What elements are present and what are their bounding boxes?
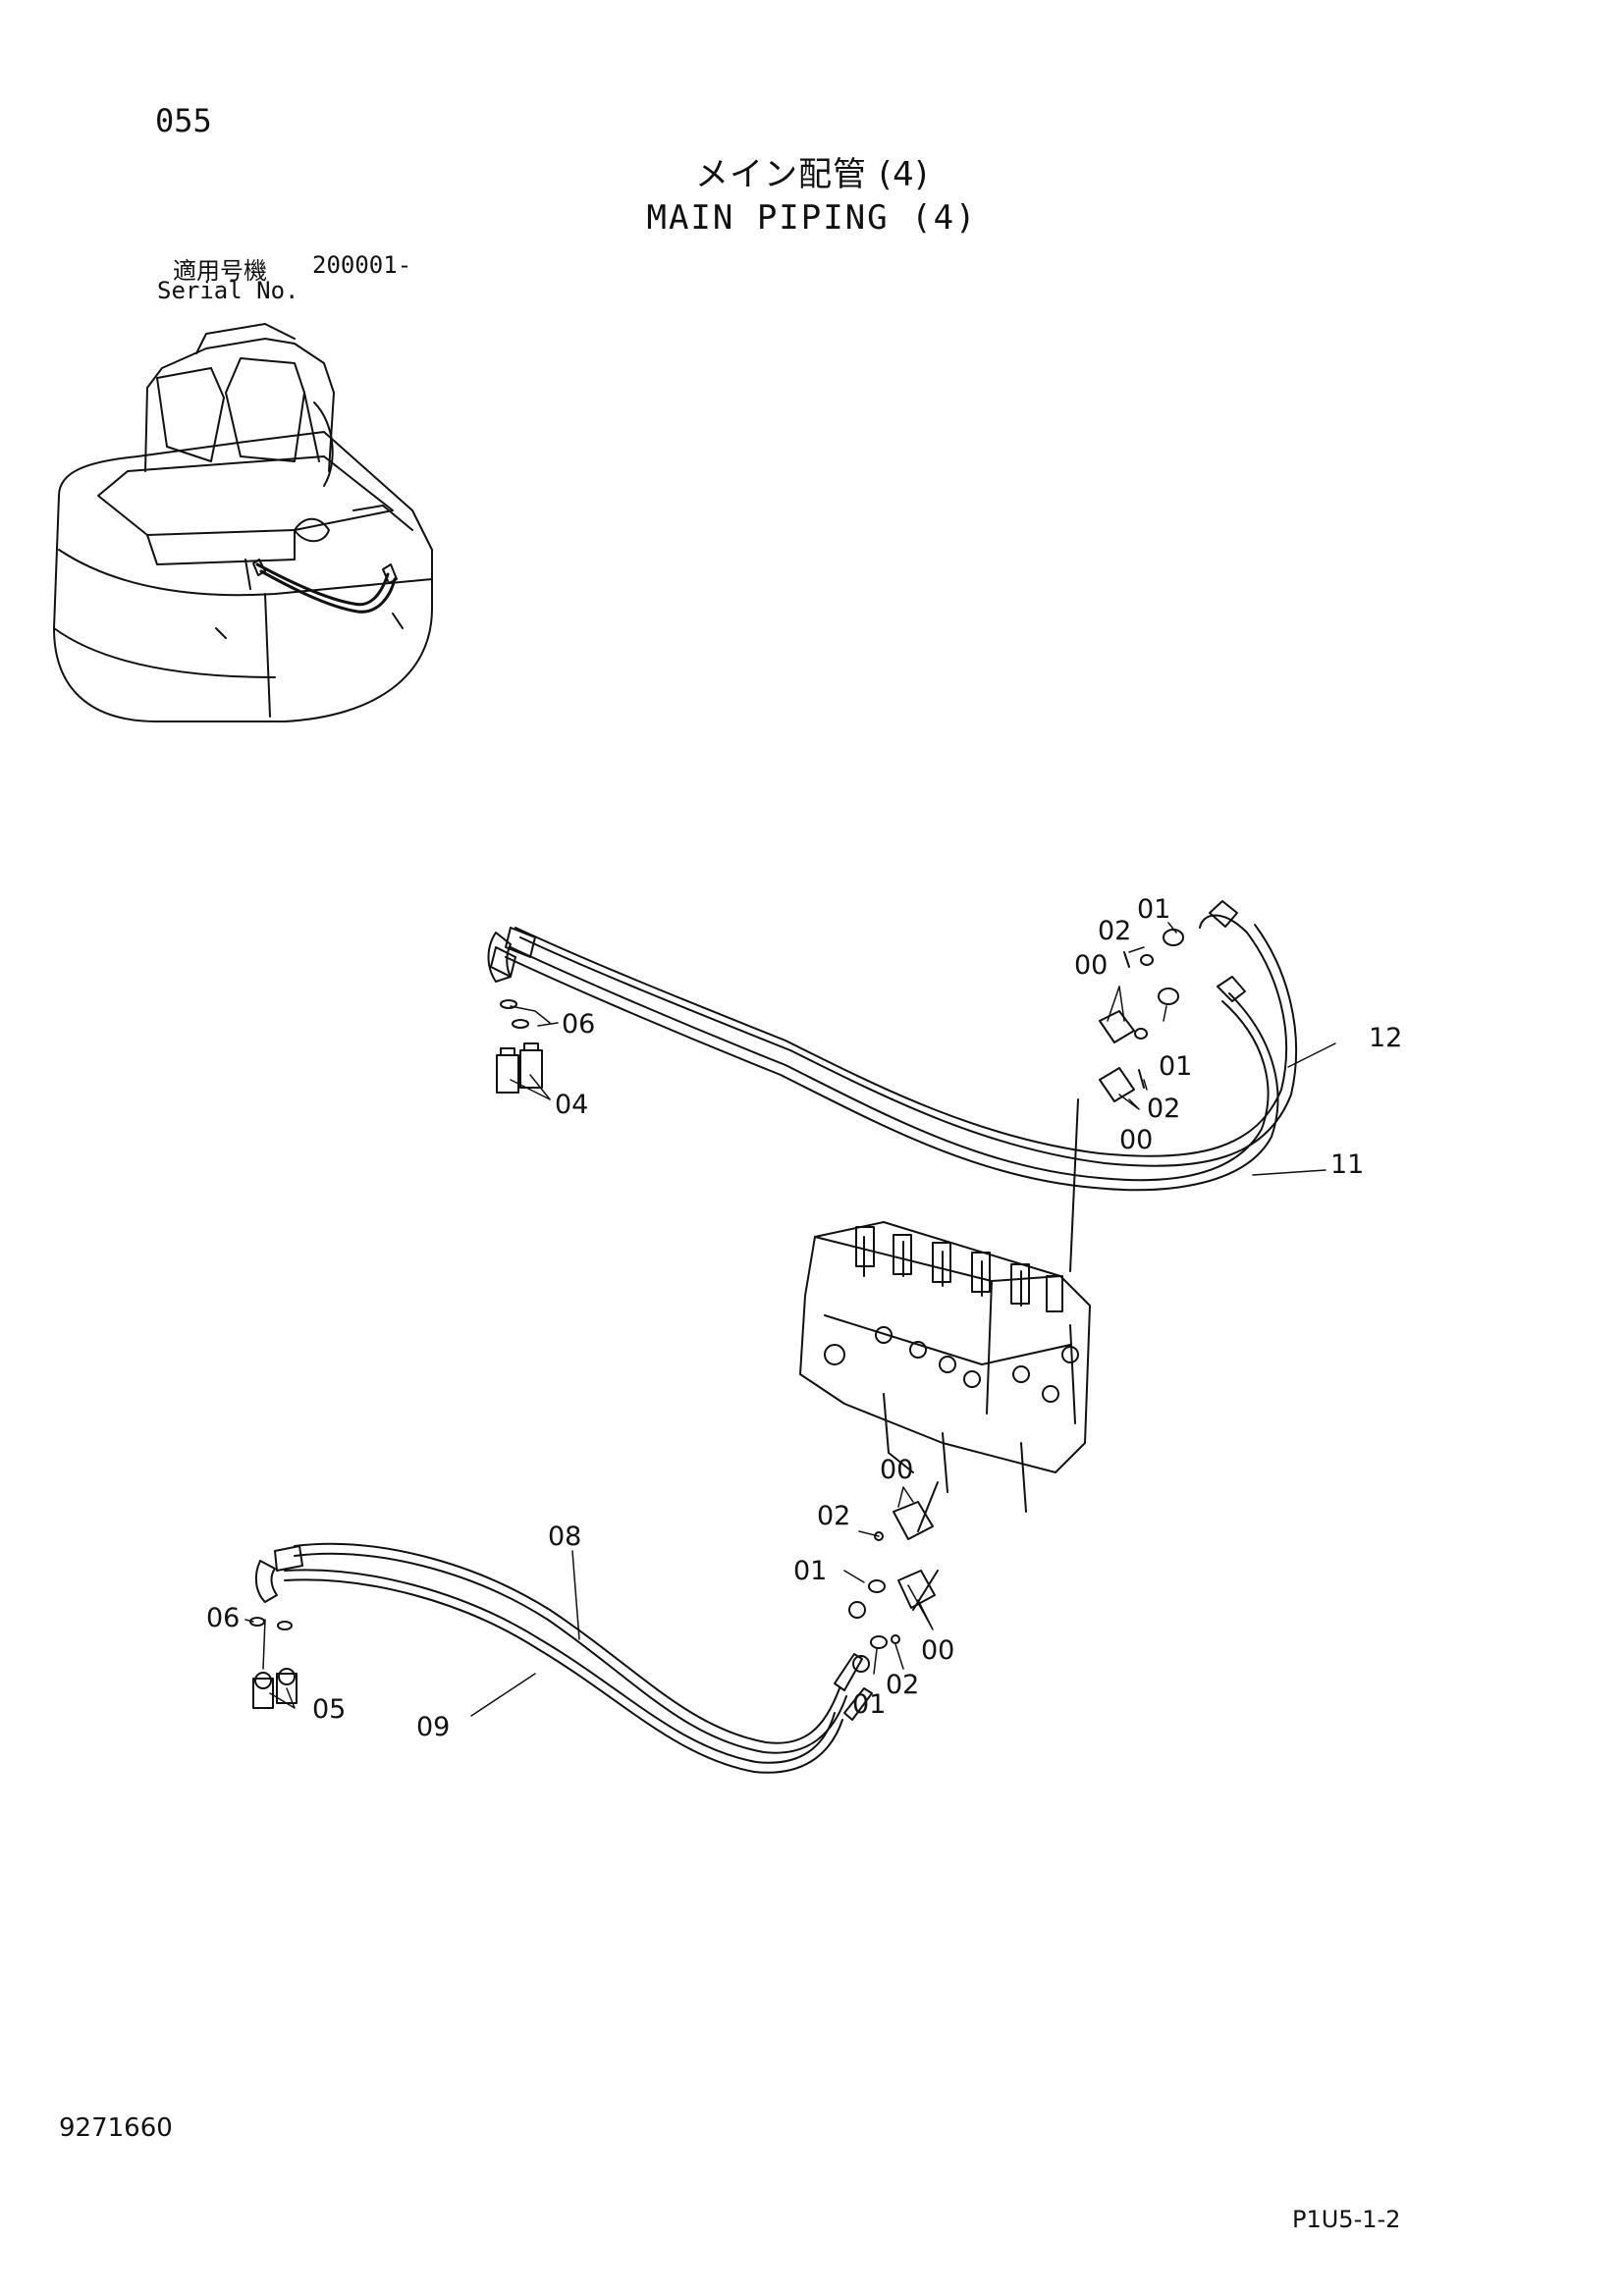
callout-00-upper-b: 00: [1119, 1125, 1153, 1155]
serial-label-japanese: 適用号機: [173, 257, 267, 285]
locator-machine-illustration: [53, 323, 433, 722]
callout-08: 08: [548, 1522, 581, 1552]
leader-lines: [244, 922, 1336, 1717]
callout-01-upper-b: 01: [1159, 1051, 1192, 1082]
callout-labels: 06 04 01 02 00 01 02 00 12 11 00 02 01 0…: [206, 894, 1402, 1742]
callout-02-lower-b: 02: [886, 1670, 919, 1700]
callout-01-upper-a: 01: [1137, 894, 1170, 925]
page-code: P1U5-1-2: [1292, 2206, 1401, 2233]
page-number: 055: [155, 102, 212, 139]
callout-02-lower-a: 02: [817, 1501, 850, 1531]
callout-00-lower-a: 00: [880, 1455, 913, 1485]
callout-00-lower-b: 00: [921, 1635, 954, 1666]
callout-06-lower: 06: [206, 1603, 240, 1633]
title-english: MAIN PIPING (4): [646, 198, 978, 238]
callout-02-upper-a: 02: [1098, 916, 1131, 946]
serial-value: 200001-: [312, 251, 412, 279]
hose-11-12: [487, 900, 1298, 1272]
callout-06-upper: 06: [562, 1009, 595, 1040]
control-valve-block: [799, 1221, 1091, 1513]
title-japanese: メイン配管 (4): [695, 155, 929, 194]
adapter-04-06-upper: [496, 999, 543, 1094]
callout-09: 09: [416, 1712, 450, 1742]
hose-08-09: [254, 1481, 939, 1774]
callout-12: 12: [1369, 1023, 1402, 1053]
document-number: 9271660: [59, 2113, 173, 2143]
serial-label-english: Serial No.: [157, 277, 299, 304]
callout-01-lower-b: 01: [852, 1689, 886, 1720]
callout-01-lower-a: 01: [793, 1556, 827, 1586]
callout-04: 04: [555, 1090, 588, 1120]
callout-11: 11: [1330, 1149, 1364, 1180]
callout-02-upper-b: 02: [1147, 1094, 1180, 1124]
callout-00-upper-a: 00: [1074, 950, 1108, 981]
callout-05: 05: [312, 1694, 346, 1725]
